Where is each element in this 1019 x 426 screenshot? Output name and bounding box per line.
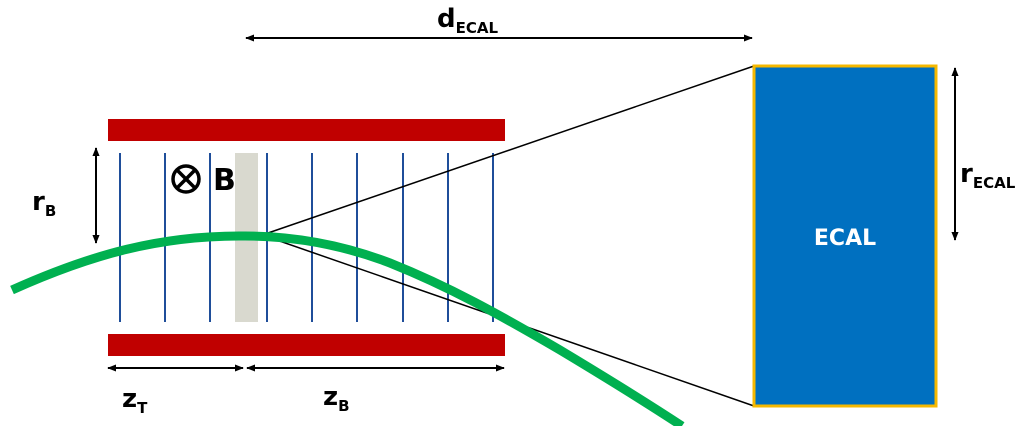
z-t-label: zT xyxy=(122,384,148,417)
z-b-label: zB xyxy=(323,382,350,415)
ecal-block xyxy=(752,64,938,408)
particle-trajectory xyxy=(10,231,685,426)
d-ecal-label: dECAL xyxy=(437,4,498,37)
field-into-page-icon xyxy=(171,164,201,194)
acceptance-line-upper xyxy=(267,65,755,234)
ecal-label: ECAL xyxy=(814,226,876,251)
r-b-label: rB xyxy=(32,187,56,220)
r-ecal-label: rECAL xyxy=(960,159,1016,192)
magnet-top-bar xyxy=(108,119,505,141)
field-label: B xyxy=(213,163,236,198)
magnet-bottom-bar xyxy=(108,334,505,356)
